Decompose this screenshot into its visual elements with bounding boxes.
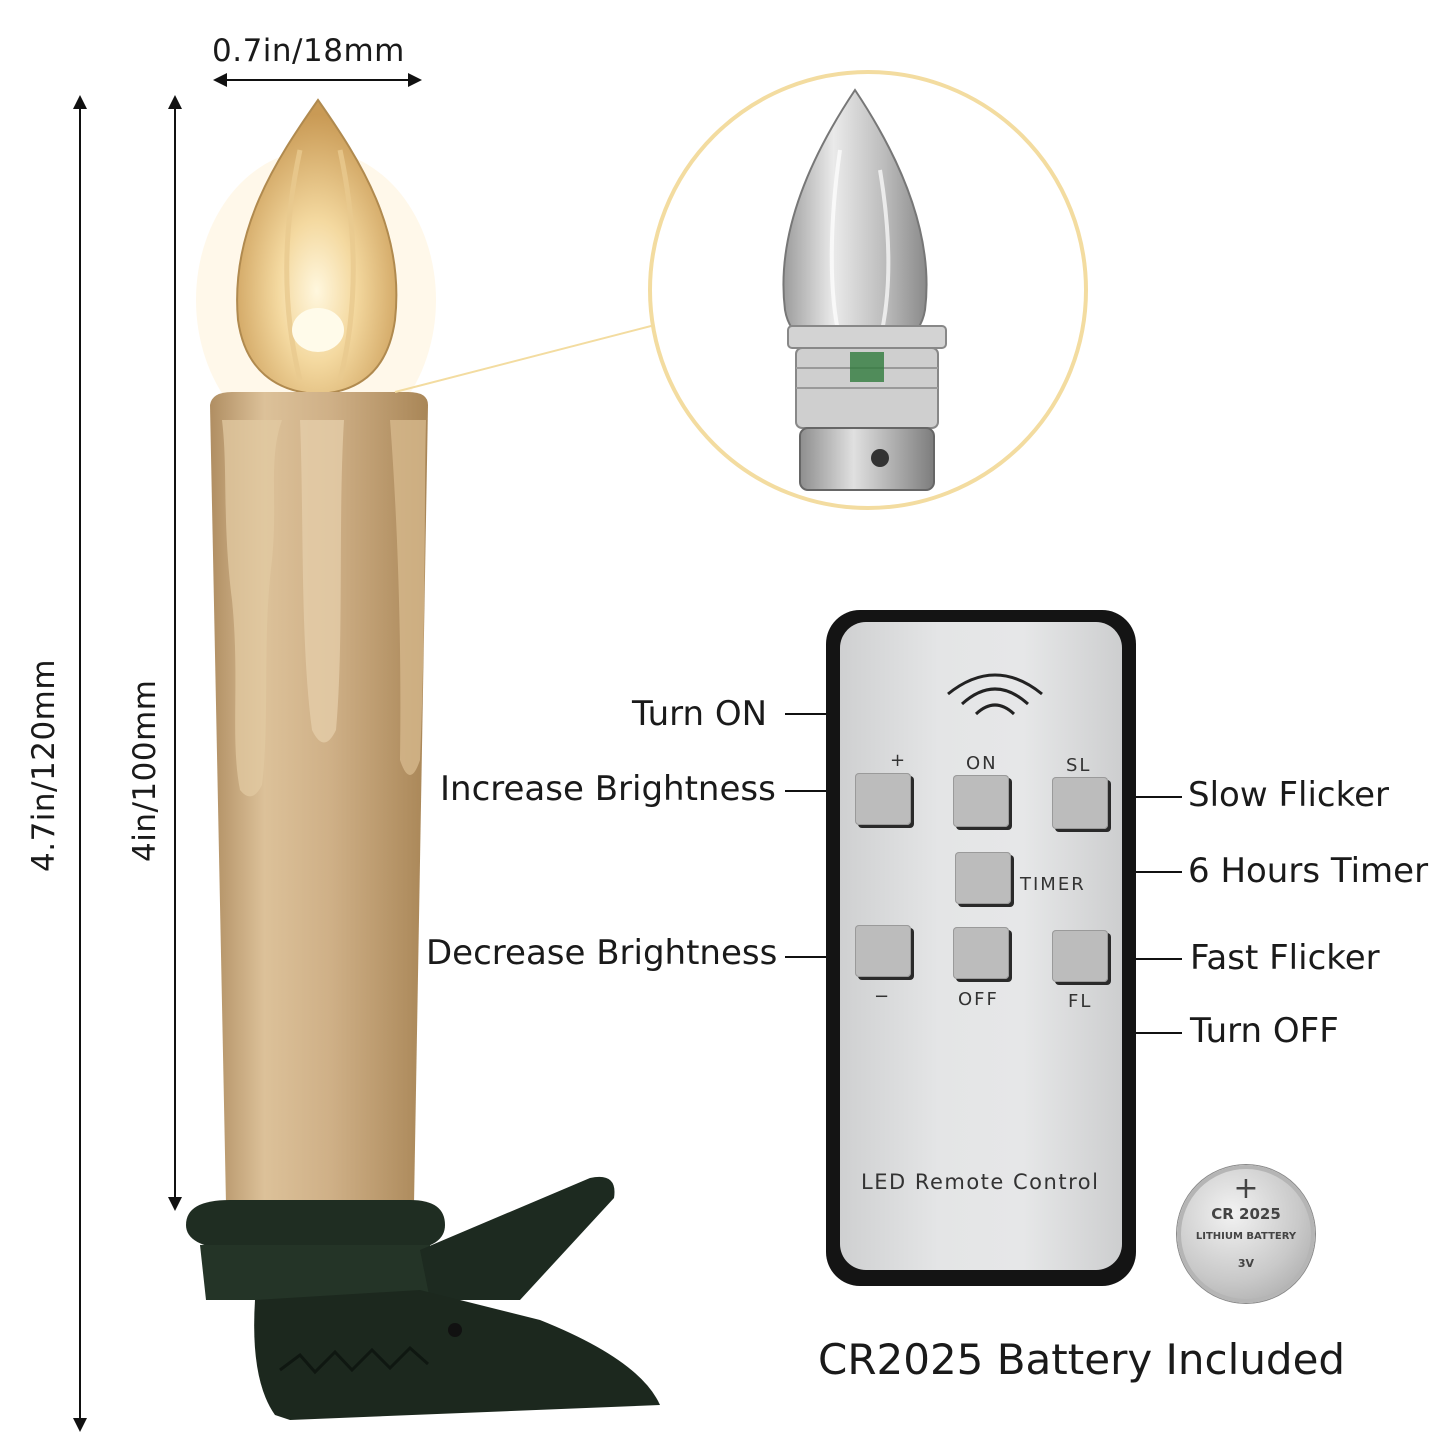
increase-brightness-callout: Increase Brightness	[440, 769, 776, 809]
turn-on-callout: Turn ON	[632, 694, 768, 734]
remote-face: + ON SL TIMER − OFF FL LED Remote Contro…	[840, 622, 1122, 1270]
candle-clip	[186, 1200, 445, 1250]
decrease-brightness-button[interactable]	[855, 925, 911, 977]
battery-model: CR 2025	[1211, 1205, 1281, 1223]
timer-button[interactable]	[955, 852, 1011, 904]
on-button[interactable]	[953, 775, 1009, 827]
battery-type: LITHIUM BATTERY	[1195, 1231, 1297, 1242]
on-label: ON	[966, 753, 998, 774]
off-label: OFF	[958, 989, 999, 1010]
fl-label: FL	[1068, 991, 1093, 1012]
timer-label: TIMER	[1020, 874, 1086, 895]
minus-label: −	[874, 986, 892, 1007]
fast-flicker-callout: Fast Flicker	[1190, 938, 1380, 978]
remote-control: + ON SL TIMER − OFF FL LED Remote Contro…	[826, 610, 1136, 1286]
cr2025-battery: + CR 2025 LITHIUM BATTERY 3V	[1177, 1165, 1315, 1303]
body-height-label: 4in/100mm	[127, 679, 163, 863]
increase-brightness-button[interactable]	[855, 773, 911, 825]
signal-icon	[947, 673, 1043, 716]
battery-included-caption: CR2025 Battery Included	[818, 1335, 1346, 1384]
slow-flicker-button[interactable]	[1052, 777, 1108, 829]
slow-flicker-callout: Slow Flicker	[1188, 775, 1389, 815]
off-button[interactable]	[953, 927, 1009, 979]
battery-voltage: 3V	[1237, 1257, 1255, 1270]
turn-off-callout: Turn OFF	[1190, 1011, 1339, 1051]
fast-flicker-button[interactable]	[1052, 930, 1108, 982]
remote-brand-label: LED Remote Control	[861, 1170, 1100, 1194]
timer-callout: 6 Hours Timer	[1188, 851, 1429, 891]
width-label: 0.7in/18mm	[212, 33, 405, 69]
sl-label: SL	[1066, 755, 1092, 776]
plus-label: +	[890, 750, 908, 771]
battery-plus: +	[1233, 1171, 1259, 1206]
decrease-brightness-callout: Decrease Brightness	[426, 933, 778, 973]
total-height-label: 4.7in/120mm	[26, 658, 62, 872]
